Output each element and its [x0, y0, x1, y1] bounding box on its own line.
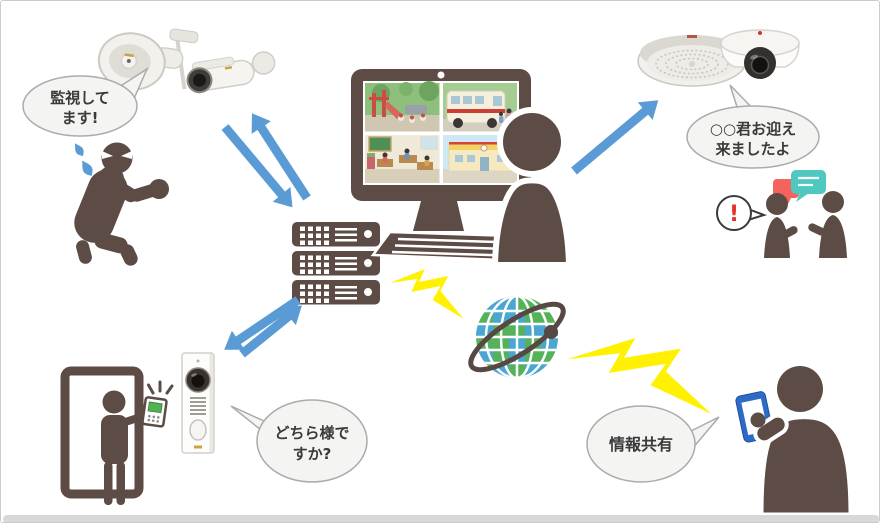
visitor-text-line2: すか?	[293, 445, 332, 463]
arrow-up-to-server	[239, 305, 302, 358]
ceiling-speaker-icon	[637, 35, 747, 87]
pickup-text-line2: 来ましたよ	[714, 140, 790, 158]
guardian-left-body	[764, 217, 790, 258]
rack-server-icon	[292, 222, 380, 305]
speech-bubble-monitoring: 監視して ます!	[22, 67, 149, 137]
intercom-call-button	[189, 419, 207, 441]
raised-fist	[149, 179, 169, 199]
camera-feed-playground	[365, 81, 441, 133]
visitor-body	[101, 415, 128, 464]
horn-speaker-icon	[97, 28, 199, 91]
camera-feed-classroom	[365, 133, 441, 183]
panel-screen	[147, 401, 163, 414]
bullet-camera-icon	[186, 51, 276, 94]
smartphone-user-head	[777, 366, 823, 412]
speech-bubble-pickup: ○○君お迎え 来ましたよ	[686, 84, 820, 169]
guardian-left-head	[766, 193, 788, 215]
door-frame	[60, 366, 144, 499]
internet-globe-icon	[468, 296, 566, 378]
arrow-up-to-camera	[251, 113, 311, 201]
arrow-down-to-intercom	[224, 296, 301, 350]
lightning-bolt-icon	[567, 338, 712, 414]
monitoring-text-line1: 監視して	[50, 89, 110, 107]
chat-bubble-teal-icon	[791, 170, 826, 202]
pickup-text-line1: ○○君お迎え	[710, 120, 796, 138]
arrow-to-announcement	[571, 100, 659, 175]
angry-eye-right	[121, 151, 132, 159]
speech-bubble-share: 情報共有	[586, 405, 720, 483]
monitor-stand	[413, 201, 464, 231]
arrow-pair-door	[224, 296, 302, 358]
visitor-text-line1: どちら様で	[274, 424, 349, 442]
smartphone-user-body	[758, 414, 854, 518]
guardian-right-body	[819, 215, 847, 258]
suspicious-person	[74, 142, 169, 266]
server-unit	[292, 280, 380, 305]
guardian-right-head	[822, 191, 844, 213]
arrow-pair-deterrence	[221, 113, 311, 208]
smartphone-user-arm	[753, 413, 789, 445]
orbit-node	[544, 325, 558, 339]
alert-bubble: !	[716, 195, 768, 231]
handheld-intercom-panel	[141, 380, 174, 428]
arrow-down-to-server	[221, 124, 293, 208]
beep-marks-icon	[147, 380, 174, 395]
sweat-drop-icon	[74, 143, 93, 176]
smartphone-user	[735, 366, 854, 518]
visitor-head	[102, 390, 126, 414]
monitoring-station	[351, 69, 573, 268]
monitoring-text-line2: ます!	[62, 109, 99, 127]
intercom-speaker-grille	[190, 397, 206, 415]
orbit-ring	[468, 301, 566, 373]
angry-eye-left	[102, 151, 113, 159]
webcam-dot	[437, 71, 445, 79]
bottom-edge-band	[3, 515, 879, 522]
lightning-bolt-icon	[390, 269, 464, 319]
server-unit	[292, 251, 380, 276]
share-text: 情報共有	[609, 435, 673, 454]
door-station-intercom-icon	[181, 352, 215, 454]
alert-exclamation: !	[729, 202, 739, 227]
speech-bubble-visitor: どちら様で すか?	[230, 399, 368, 483]
dome-camera-icon	[720, 29, 800, 79]
operator-head	[503, 113, 561, 171]
smartphone-user-hand	[750, 412, 766, 428]
guardians-talking: !	[716, 170, 847, 258]
server-unit	[292, 222, 380, 247]
operator-body	[491, 177, 573, 268]
